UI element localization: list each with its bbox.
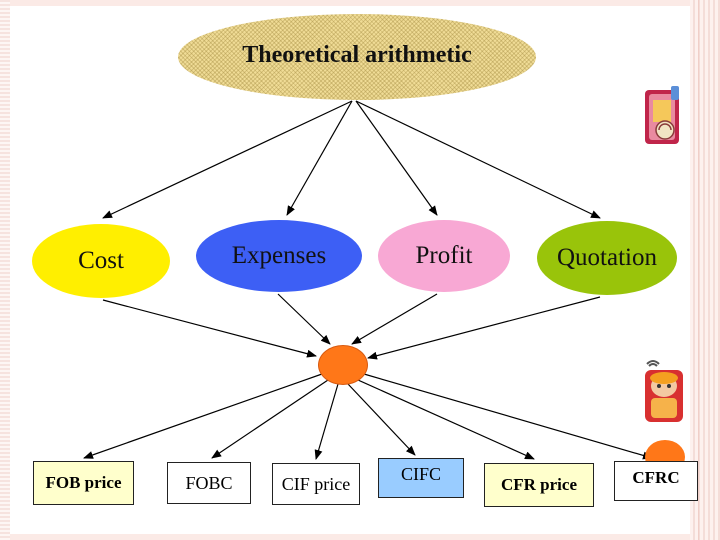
arrow-hub-to-cif-price (314, 383, 339, 460)
expenses-node: Expenses (196, 220, 362, 292)
fob-price-node: FOB price (33, 461, 134, 505)
expenses-label: Expenses (231, 242, 327, 269)
figure-clipart-icon (645, 360, 683, 422)
title-ellipse: Theoretical arithmetic (178, 14, 536, 100)
hub-node (318, 345, 368, 385)
cfr-price-label: CFR price (500, 475, 577, 494)
diagram-title: Theoretical arithmetic (242, 41, 472, 68)
cost-node: Cost (32, 224, 170, 298)
profit-label: Profit (415, 242, 473, 269)
slide-frame-top (0, 0, 720, 6)
fob-price-label: FOB price (45, 473, 122, 492)
slide-frame-right-rule (698, 0, 699, 540)
cfrc-node: CFRC (614, 461, 698, 501)
arrow-hub-to-fobc (211, 379, 329, 459)
arrow-cost-to-hub (102, 299, 317, 358)
cost-label: Cost (78, 247, 124, 274)
cif-price-label: CIF price (281, 473, 351, 494)
cfrc-label: CFRC (632, 468, 680, 487)
arrow-hub-to-cfr-price (357, 379, 535, 460)
arrow-title-to-expenses (286, 100, 353, 216)
arrow-title-to-profit (355, 100, 438, 216)
briefcase-clipart-icon (645, 86, 679, 144)
arrow-expenses-to-hub (277, 293, 331, 345)
arrow-title-to-cost (102, 100, 353, 219)
fobc-node: FOBC (167, 462, 251, 504)
arrow-quotation-to-hub (367, 296, 601, 360)
cif-price-node: CIF price (272, 463, 360, 505)
cfr-price-node: CFR price (484, 463, 594, 507)
arrow-hub-to-cfrc (363, 373, 653, 460)
slide-frame-right (690, 0, 720, 540)
slide-frame-bottom (0, 534, 720, 540)
cifc-node: CIFC (378, 458, 464, 498)
quotation-label: Quotation (557, 244, 657, 271)
arrow-hub-to-cifc (347, 383, 416, 456)
arrow-profit-to-hub (351, 293, 438, 345)
fobc-label: FOBC (185, 472, 233, 493)
slide-frame-left (0, 0, 10, 540)
profit-node: Profit (378, 220, 510, 292)
arrow-hub-to-fob-price (83, 373, 323, 459)
cifc-label: CIFC (400, 463, 442, 484)
arrow-title-to-quotation (355, 100, 601, 219)
quotation-node: Quotation (537, 221, 677, 295)
